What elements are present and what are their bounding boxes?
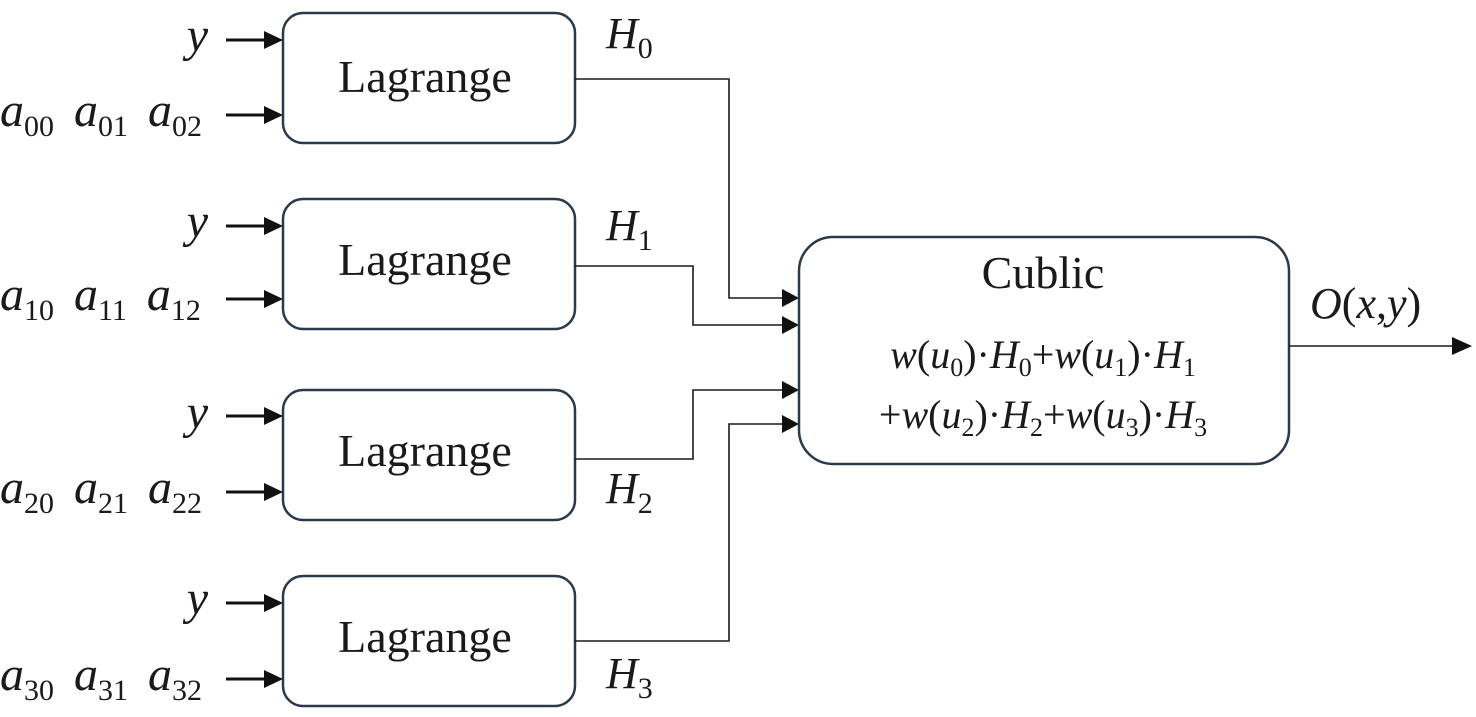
coef-inputs-2: a20 a21 a22 <box>0 461 202 524</box>
output-label-h2: H2 <box>605 464 653 520</box>
output-label-h1: H1 <box>605 201 653 257</box>
connector-h0 <box>575 78 799 307</box>
lagrange-label-1: Lagrange <box>338 234 512 285</box>
input-arrow-y-3 <box>226 594 283 612</box>
lagrange-label-0: Lagrange <box>338 51 512 102</box>
connector-h3 <box>575 415 799 642</box>
coef-inputs-1: a10 a11 a12 <box>0 268 201 331</box>
input-y-2: y <box>182 386 209 439</box>
input-y-0: y <box>182 9 209 62</box>
output-label-h3: H3 <box>605 649 653 705</box>
cubic-title: Cublic <box>982 247 1105 298</box>
cubic-formula-line2: +w(u2)·H2+w(u3)·H3 <box>879 392 1207 442</box>
input-arrow-y-2 <box>226 407 283 425</box>
input-arrow-coef-3 <box>226 670 283 688</box>
input-y-1: y <box>182 195 209 248</box>
input-arrow-coef-0 <box>226 106 283 124</box>
input-arrow-coef-1 <box>226 290 283 308</box>
input-arrow-coef-2 <box>226 483 283 501</box>
output-arrow <box>1289 337 1472 355</box>
input-y-3: y <box>182 572 209 625</box>
coef-inputs-0: a00 a01 a02 <box>0 84 202 147</box>
coef-inputs-3: a30 a31 a32 <box>0 648 202 711</box>
input-arrow-y-1 <box>226 217 283 235</box>
connector-h2 <box>575 381 799 460</box>
cubic-formula-line1: w(u0)·H0+w(u1)·H1 <box>890 332 1196 382</box>
lagrange-block-1: Lagrange <box>281 197 577 331</box>
input-arrow-y-0 <box>226 31 283 49</box>
lagrange-block-3: Lagrange <box>281 574 577 708</box>
lagrange-block-0: Lagrange <box>281 11 577 145</box>
lagrange-label-3: Lagrange <box>338 611 512 662</box>
lagrange-label-2: Lagrange <box>338 425 512 476</box>
output-label: O(x,y) <box>1310 279 1421 328</box>
cubic-block: Cublic w(u0)·H0+w(u1)·H1 +w(u2)·H2+w(u3)… <box>797 235 1291 466</box>
lagrange-block-2: Lagrange <box>281 388 577 522</box>
output-label-h0: H0 <box>605 9 653 65</box>
connector-h1 <box>575 265 799 334</box>
